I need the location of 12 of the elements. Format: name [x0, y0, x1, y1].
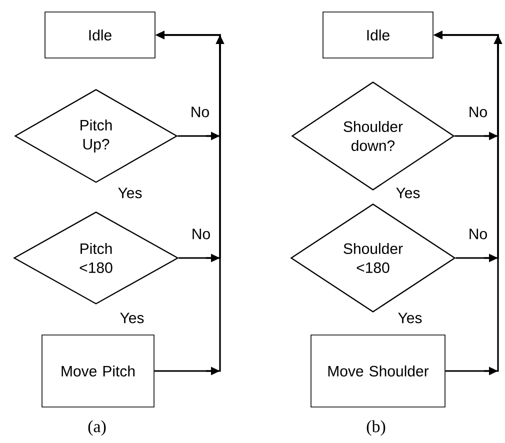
edge-label: No	[189, 106, 211, 118]
edge-label: No	[190, 228, 212, 240]
process-box: Move Pitch	[42, 334, 154, 408]
process-box: Idle	[322, 12, 434, 58]
branch-label: Yes	[398, 312, 422, 324]
edge-label: No	[467, 106, 489, 118]
branch-label: Yes	[120, 312, 144, 324]
process-box: Idle	[44, 12, 156, 58]
branch-label: Yes	[118, 188, 142, 198]
process-box: Move Shoulder	[310, 334, 446, 408]
edge-label: No	[467, 228, 489, 240]
branch-label: Yes	[396, 188, 420, 198]
